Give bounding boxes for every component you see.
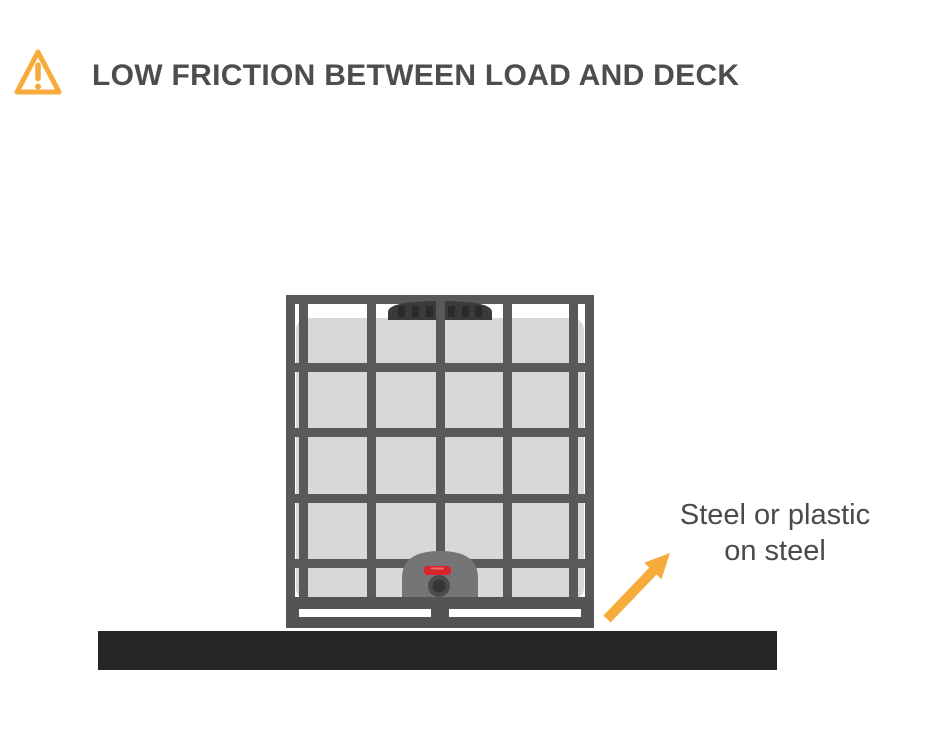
annotation-label: Steel or plastic on steel <box>650 497 900 569</box>
deck-bar <box>98 631 777 670</box>
annotation-line-2: on steel <box>724 535 826 567</box>
ibc-valve-handle-highlight <box>431 567 444 570</box>
ibc-valve-outlet-center <box>432 579 446 593</box>
pallet-slot-right <box>449 609 581 617</box>
pallet-slot-left <box>299 609 431 617</box>
ibc-valve <box>402 551 478 597</box>
warning-triangle-outline <box>14 49 62 95</box>
warning-icon <box>13 46 63 100</box>
ibc-cage-vertical-bars <box>286 295 594 597</box>
annotation-line-1: Steel or plastic <box>679 499 871 531</box>
ibc-pallet-base <box>286 597 594 628</box>
header: LOW FRICTION BETWEEN LOAD AND DECK <box>0 0 935 120</box>
page-title: LOW FRICTION BETWEEN LOAD AND DECK <box>92 59 740 92</box>
warning-exclamation-dot <box>35 83 41 90</box>
ibc-cap-notches <box>398 306 482 317</box>
arrow-icon <box>603 553 670 623</box>
ibc-valve-handle <box>424 566 451 575</box>
